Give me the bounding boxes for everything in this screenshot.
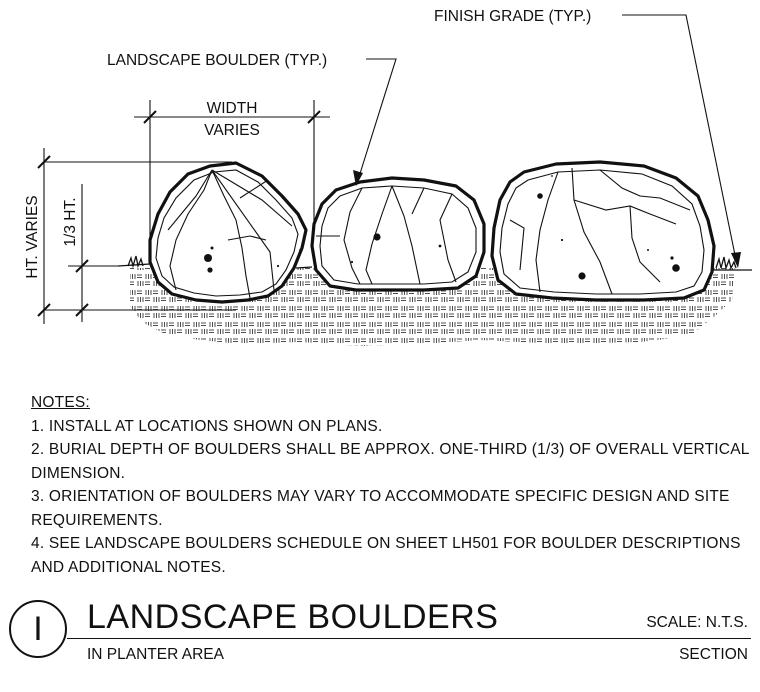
scale-label: SCALE: N.T.S. <box>646 614 748 631</box>
view-type-label: SECTION <box>679 646 748 663</box>
burial-depth-label: 1/3 HT. <box>62 197 79 246</box>
landscape-boulder-3 <box>490 160 716 302</box>
detail-number-circle: I <box>9 600 67 658</box>
landscape-boulder-2 <box>310 176 486 292</box>
note-item-4: 4. SEE LANDSCAPE BOULDERS SCHEDULE ON SH… <box>31 535 741 576</box>
detail-subtitle: IN PLANTER AREA <box>87 646 224 663</box>
note-item-3: 3. ORIENTATION OF BOULDERS MAY VARY TO A… <box>31 488 730 529</box>
detail-number: I <box>33 610 43 648</box>
title-underline <box>67 638 751 639</box>
burial-depth-dimension <box>68 184 118 322</box>
boulder-callout-label: LANDSCAPE BOULDER (TYP.) <box>107 52 327 69</box>
boulder-leader <box>353 58 397 186</box>
height-dimension <box>37 148 236 324</box>
note-item-1: 1. INSTALL AT LOCATIONS SHOWN ON PLANS. <box>31 417 383 435</box>
notes-heading: NOTES: <box>31 394 90 411</box>
width-label-line2: VARIES <box>204 122 260 139</box>
finish-grade-label: FINISH GRADE (TYP.) <box>434 8 591 25</box>
width-dimension <box>134 100 330 240</box>
note-item-2: 2. BURIAL DEPTH OF BOULDERS SHALL BE APP… <box>31 441 749 482</box>
boulder-section-drawing: WIDTH VARIES HT. VARIES 1/3 HT. LANDSCAP… <box>24 8 752 346</box>
finish-grade-leader <box>622 14 741 268</box>
notes-section: NOTES: 1. INSTALL AT LOCATIONS SHOWN ON … <box>31 391 751 579</box>
height-label: HT. VARIES <box>24 195 41 278</box>
detail-title: LANDSCAPE BOULDERS <box>87 598 499 636</box>
landscape-boulder-1 <box>148 161 308 304</box>
title-block: I LANDSCAPE BOULDERS IN PLANTER AREA SCA… <box>0 590 760 690</box>
width-label-line1: WIDTH <box>207 100 258 117</box>
